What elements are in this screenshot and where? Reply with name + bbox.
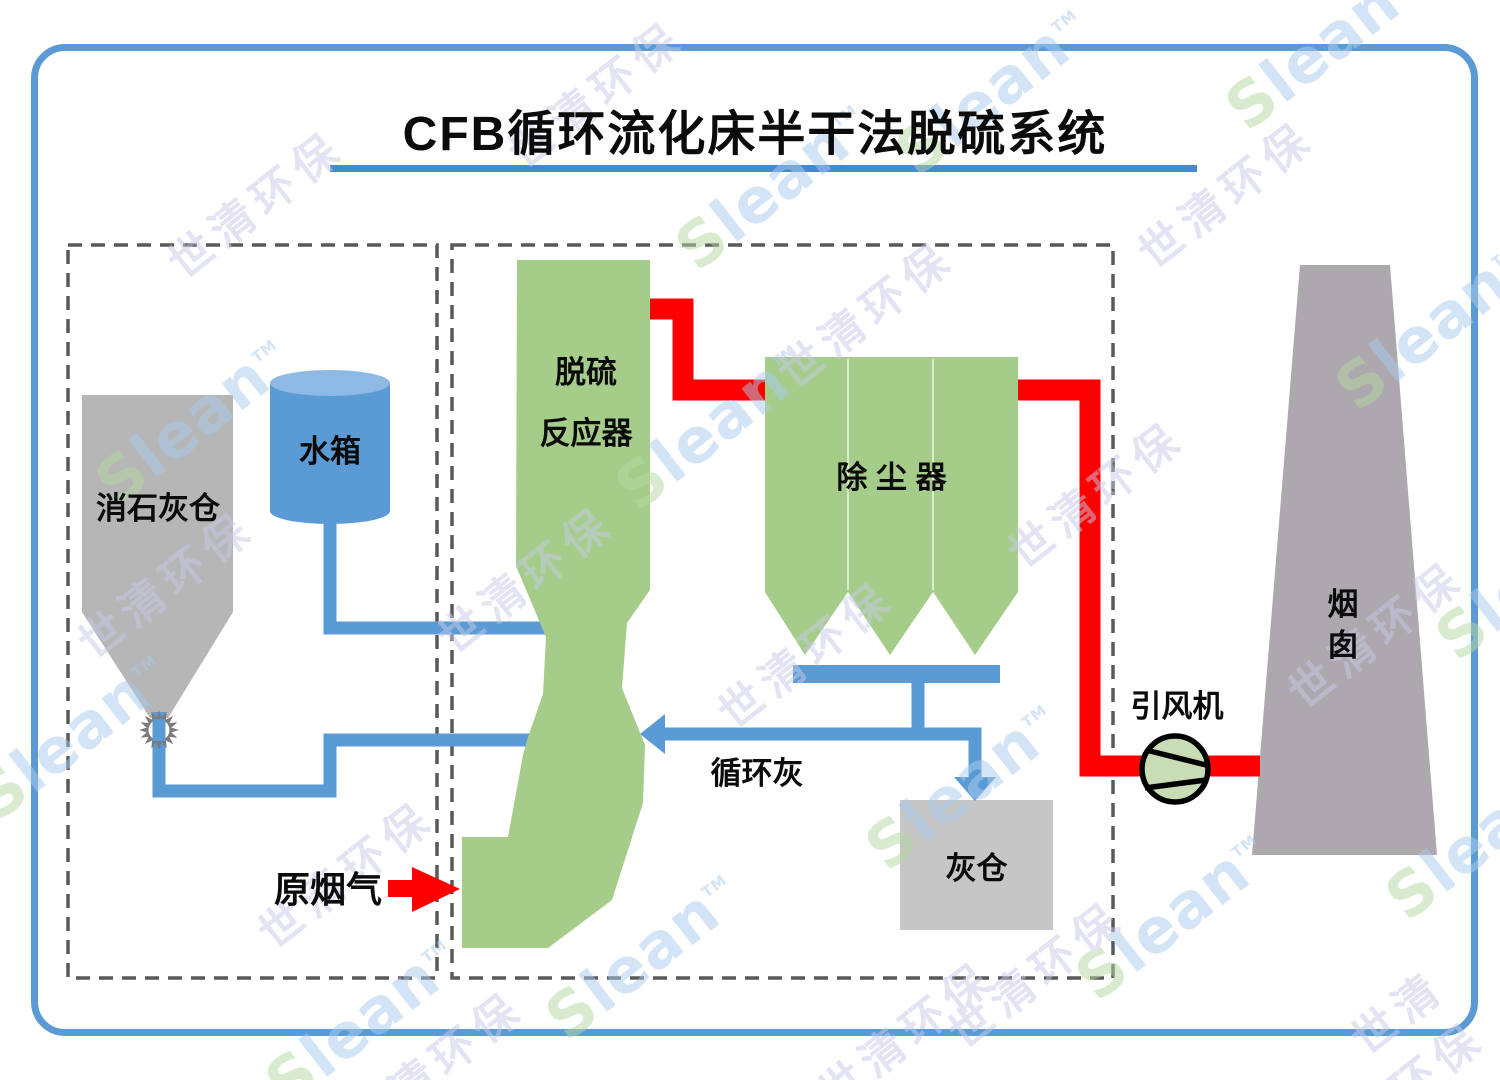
lime-silo-label: 消石灰仓 <box>96 491 220 526</box>
reactor-label-line2: 反应器 <box>539 416 633 451</box>
reactor-label-line1: 脱硫 <box>555 355 617 390</box>
ash-silo-label: 灰仓 <box>945 851 1008 886</box>
flue-gas-pipe-reactor-outlet <box>649 298 768 401</box>
dust-collector-shape <box>765 357 1018 655</box>
chimney-label: 烟 囱 <box>1311 584 1375 666</box>
reactor-shape <box>462 260 650 948</box>
page-title: CFB循环流化床半干法脱硫系统 <box>402 108 1108 161</box>
id-fan-icon <box>1139 733 1211 805</box>
dust-hopper-header-pipe <box>793 665 1000 683</box>
outer-frame <box>31 44 1478 1036</box>
circulating-ash-arrow-icon <box>640 714 665 754</box>
raw-flue-gas-label: 原烟气 <box>273 869 382 910</box>
water-tank-label: 水箱 <box>299 434 361 469</box>
boundary-box-left <box>66 243 439 980</box>
title-underline <box>330 165 1197 172</box>
boundary-box-right <box>450 243 1115 980</box>
raw-flue-gas-arrow-icon <box>388 867 460 912</box>
ash-branch-pipe <box>916 727 982 778</box>
circulating-ash-label: 循环灰 <box>710 756 804 791</box>
chimney-label-line1: 烟 <box>1327 587 1359 622</box>
water-pipe <box>323 518 546 635</box>
rotary-valve-icon <box>139 710 179 750</box>
dust-collector-label: 除 尘 器 <box>836 460 947 495</box>
lime-silo-shape <box>82 395 233 718</box>
water-tank-shape <box>270 370 390 524</box>
chimney-label-line2: 囱 <box>1327 628 1359 663</box>
ash-down-arrow-icon <box>954 777 996 801</box>
ash-silo-shape <box>900 800 1053 930</box>
id-fan-label: 引风机 <box>1130 689 1224 724</box>
lime-feed-pipe <box>152 712 532 798</box>
chimney-shape <box>1252 265 1437 855</box>
